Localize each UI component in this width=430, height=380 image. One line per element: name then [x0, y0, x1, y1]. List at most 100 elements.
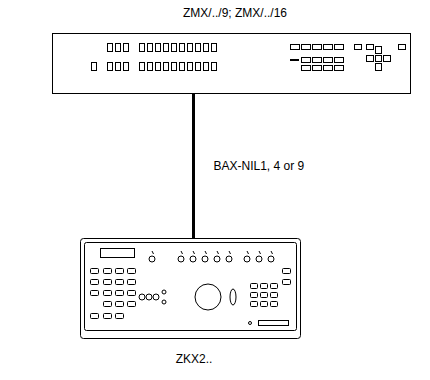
panel-key	[124, 63, 129, 71]
keyboard-display	[101, 249, 135, 258]
panel-key	[148, 63, 153, 71]
panel-key	[313, 58, 322, 63]
keyboard-key	[251, 293, 258, 298]
panel-key	[108, 63, 113, 71]
keyboard-key	[91, 269, 99, 274]
keyboard-key	[104, 269, 112, 274]
panel-key	[172, 63, 177, 71]
panel-key	[212, 63, 217, 71]
panel-key	[355, 45, 362, 50]
keyboard-knob	[268, 256, 274, 262]
keyboard-key	[104, 280, 112, 285]
keyboard-button	[162, 290, 166, 294]
matrix-housing	[53, 34, 411, 94]
keyboard-key	[128, 302, 136, 307]
cursor-key	[384, 56, 391, 62]
knob-mark	[152, 251, 154, 254]
cursor-key	[376, 56, 382, 62]
keyboard-key	[104, 302, 112, 307]
cursor-key	[376, 64, 382, 71]
knob-mark	[205, 251, 207, 254]
device-node: ZKX2..	[80, 238, 308, 372]
panel-key	[212, 44, 217, 52]
keyboard-button	[146, 294, 152, 300]
keyboard-key	[271, 284, 278, 289]
panel-key	[367, 45, 374, 50]
keyboard-knob	[226, 256, 232, 262]
keyboard-knob	[244, 256, 250, 262]
panel-key	[188, 63, 193, 71]
keyboard-key	[128, 280, 136, 285]
keyboard-knob	[256, 256, 262, 262]
knob-mark	[259, 251, 261, 254]
knob-mark	[247, 251, 249, 254]
keyboard-key	[261, 302, 268, 307]
panel-key	[164, 63, 169, 71]
keyboard-key	[116, 302, 124, 307]
keyboard-key	[116, 280, 124, 285]
device-node: ZMX/../9; ZMX/../16	[52, 0, 418, 93]
panel-key	[156, 63, 161, 71]
panel-key	[313, 45, 322, 50]
knob-mark	[271, 251, 273, 254]
panel-key	[140, 63, 145, 71]
zoom-rocker	[230, 289, 236, 305]
panel-key	[156, 44, 161, 52]
keyboard-key	[261, 293, 268, 298]
knob-mark	[181, 251, 183, 254]
panel-key	[204, 44, 209, 52]
keyboard-knob	[202, 256, 208, 262]
panel-key	[180, 44, 185, 52]
panel-key	[164, 44, 169, 52]
keyboard-key	[116, 269, 124, 274]
panel-key	[302, 58, 311, 63]
keyboard-key	[104, 314, 112, 319]
panel-key	[92, 63, 97, 71]
panel-key	[302, 66, 311, 71]
cable-line	[192, 93, 195, 238]
keyboard-key	[91, 280, 99, 285]
panel-key	[116, 44, 121, 52]
panel-key	[324, 66, 333, 71]
panel-key	[140, 44, 145, 52]
keyboard-key	[261, 284, 268, 289]
card-slot	[259, 321, 289, 326]
keyboard-key	[128, 291, 136, 296]
keyboard-knob	[190, 256, 196, 262]
panel-key	[291, 45, 300, 50]
panel-key	[335, 58, 344, 63]
keyboard-knob	[149, 256, 155, 262]
keyboard-key	[251, 302, 258, 307]
keyboard-button	[139, 294, 145, 300]
keyboard-key	[116, 291, 124, 296]
panel-key	[148, 44, 153, 52]
panel-key	[172, 44, 177, 52]
keyboard-key	[91, 291, 99, 296]
keyboard-button	[162, 300, 166, 304]
keyboard-key	[251, 284, 258, 289]
panel-key	[302, 45, 311, 50]
panel-key	[188, 44, 193, 52]
device-heading: ZMX/../9; ZMX/../16	[52, 6, 418, 20]
keyboard-key	[116, 314, 124, 319]
panel-key	[108, 44, 113, 52]
keyboard-led	[249, 322, 252, 325]
cursor-key	[367, 56, 374, 62]
keyboard-button	[153, 294, 159, 300]
panel-dash	[291, 60, 299, 61]
panel-key	[196, 63, 201, 71]
knob-mark	[229, 251, 231, 254]
panel-key	[335, 45, 344, 50]
keyboard-knob	[178, 256, 184, 262]
keyboard-panel	[85, 243, 297, 331]
knob-mark	[217, 251, 219, 254]
keyboard-key	[271, 302, 278, 307]
keyboard-housing	[81, 239, 301, 339]
knob-mark	[193, 251, 195, 254]
keyboard-key	[283, 280, 291, 285]
cursor-key	[376, 47, 382, 54]
device-caption: ZKX2..	[80, 352, 308, 366]
cable-label: BAX-NIL1, 4 or 9	[212, 159, 307, 173]
keyboard-key	[271, 293, 278, 298]
